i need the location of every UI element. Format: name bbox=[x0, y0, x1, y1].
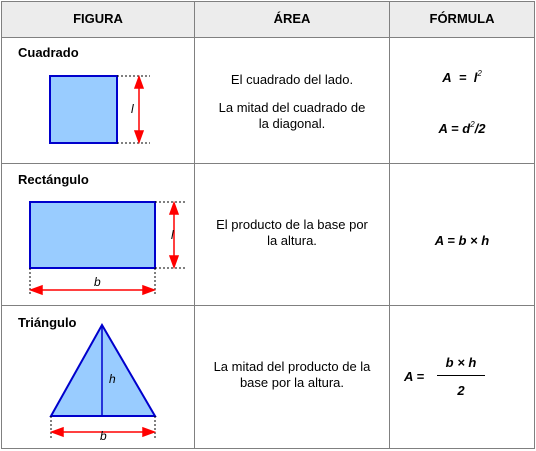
rectangle-shape bbox=[29, 201, 156, 269]
header-area: ÁREA bbox=[273, 11, 311, 26]
area-text-triangle: La mitad del producto de la base por la … bbox=[213, 359, 371, 390]
area-text-rectangle: El producto de la base por la altura. bbox=[216, 217, 368, 248]
figure-name-rectangle: Rectángulo bbox=[18, 172, 89, 187]
area-text-square: El cuadrado del lado. La mitad del cuadr… bbox=[218, 72, 366, 131]
header-background bbox=[1, 1, 535, 37]
square-side-arrow bbox=[133, 74, 145, 145]
rect-base-label: b bbox=[94, 275, 101, 289]
formula-square-diagonal: A = d2/2 bbox=[438, 120, 486, 137]
header-formula: FÓRMULA bbox=[429, 11, 495, 26]
formula-triangle-fraction-bar bbox=[437, 375, 485, 376]
figure-name-triangle: Triángulo bbox=[18, 315, 77, 330]
header-figura: FIGURA bbox=[73, 11, 123, 26]
formula-triangle-lhs: A = bbox=[404, 369, 425, 384]
figure-name-square: Cuadrado bbox=[18, 45, 79, 60]
formula-triangle-numerator: b × h bbox=[445, 355, 477, 370]
tri-height-label: h bbox=[109, 372, 116, 386]
tri-base-label: b bbox=[100, 429, 107, 443]
tri-base-arrow bbox=[49, 426, 157, 438]
rect-height-arrow bbox=[168, 200, 180, 270]
triangle-figure: h b bbox=[49, 322, 157, 443]
formula-rectangle: A = b × h bbox=[434, 233, 490, 248]
square-figure: l bbox=[49, 74, 150, 145]
rect-base-arrow bbox=[28, 284, 157, 296]
formula-square-side: A = l2 bbox=[442, 69, 482, 86]
rect-height-label: l bbox=[171, 228, 174, 242]
formula-triangle-denominator: 2 bbox=[457, 383, 465, 398]
rectangle-figure: l b bbox=[28, 200, 186, 296]
triangle-shape bbox=[49, 322, 157, 417]
square-side-label: l bbox=[131, 102, 134, 116]
square-shape bbox=[49, 75, 118, 144]
